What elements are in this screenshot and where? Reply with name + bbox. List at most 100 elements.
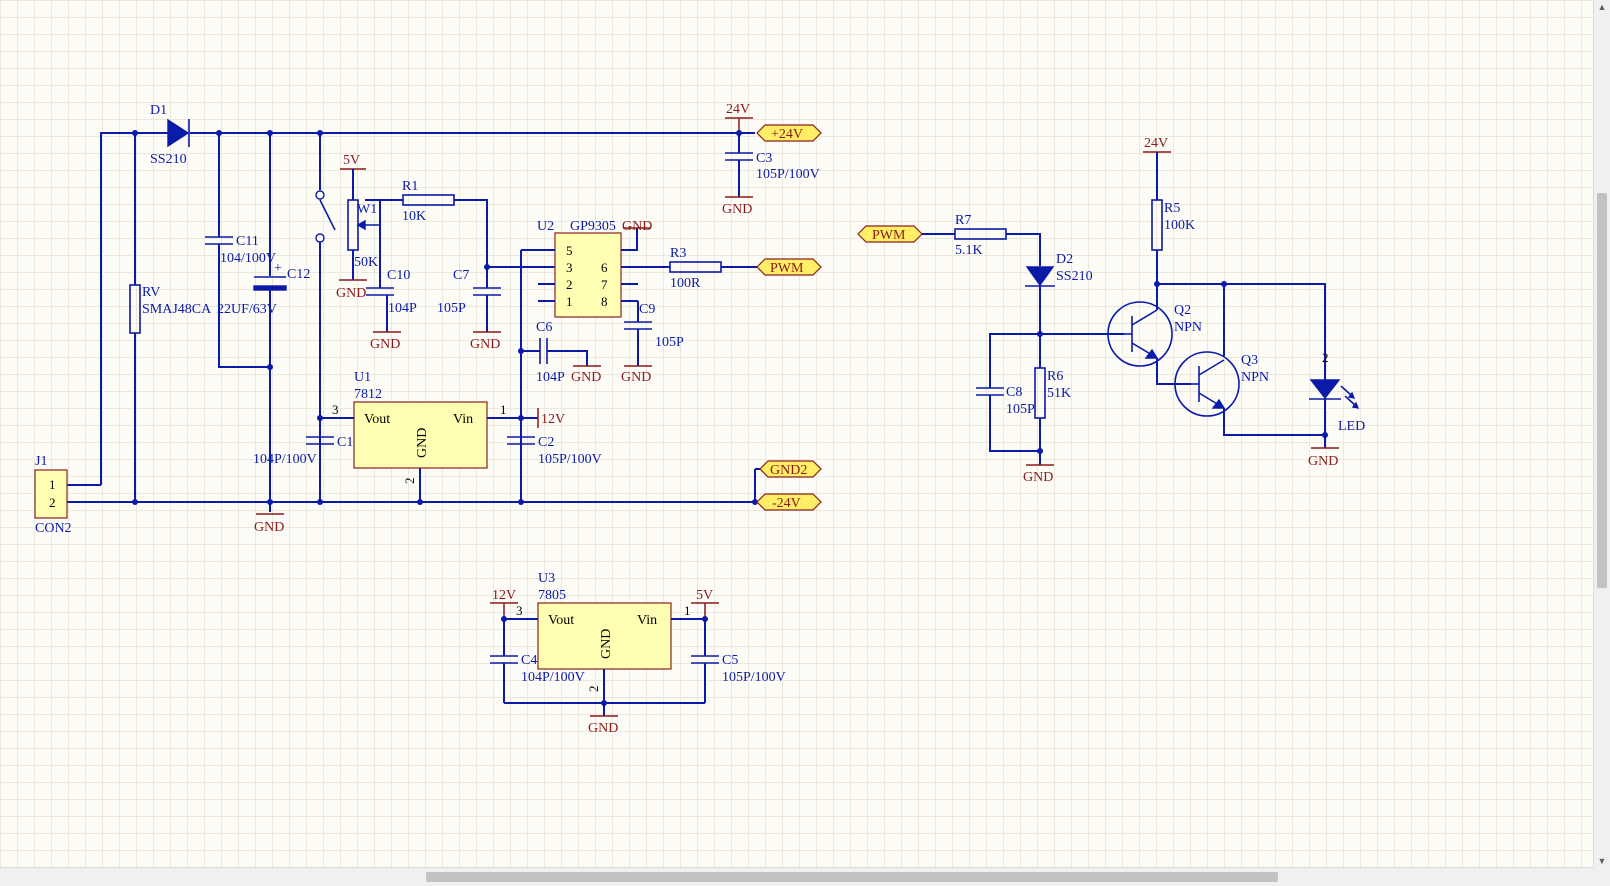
r3-value: 100R xyxy=(670,276,701,291)
svg-text:GND: GND xyxy=(599,629,614,659)
rail-5v-out: 5V xyxy=(696,588,713,603)
svg-text:GND: GND xyxy=(571,370,601,385)
capacitor-c4[interactable]: C4 104P/100V xyxy=(490,653,585,685)
scroll-up-icon[interactable]: ▲ xyxy=(1597,2,1607,12)
resistor-r1[interactable]: R1 10K xyxy=(402,179,488,288)
port-pwm-out[interactable]: PWM xyxy=(756,258,822,276)
q2-value: NPN xyxy=(1174,320,1202,335)
vertical-scroll-thumb[interactable] xyxy=(1597,193,1607,588)
c10-value: 104P xyxy=(388,301,417,316)
led-indicator[interactable]: 2 LED xyxy=(1309,350,1365,448)
rail-12v-in: 12V xyxy=(492,588,516,603)
c4-ref: C4 xyxy=(521,653,537,668)
transistor-q3[interactable]: Q3 NPN xyxy=(1174,351,1269,417)
tvs-rv[interactable]: RV SMAJ48CA xyxy=(129,133,212,502)
capacitor-c2[interactable]: C2 105P/100V xyxy=(507,435,602,467)
c3-ref: C3 xyxy=(756,151,772,166)
diode-d1[interactable]: D1 SS210 xyxy=(150,103,190,167)
scroll-down-icon[interactable]: ▼ xyxy=(1597,856,1607,866)
resistor-r3[interactable]: R3 100R xyxy=(669,246,757,291)
r6-ref: R6 xyxy=(1047,369,1063,384)
d1-value: SS210 xyxy=(150,152,187,167)
svg-text:GND: GND xyxy=(370,337,400,352)
resistor-r5[interactable]: 24V R5 100K xyxy=(1143,136,1195,310)
driver-section: PWM R7 5.1K D2 SS210 C8 105P R6 xyxy=(857,136,1365,485)
svg-text:GND: GND xyxy=(254,520,284,535)
svg-text:Vin: Vin xyxy=(637,613,657,628)
rail-24v-left: 24V xyxy=(726,102,750,117)
c6-ref: C6 xyxy=(536,320,552,335)
schematic-sheet: J1 1 2 CON2 D1 SS210 RV SMAJ48CA C11 xyxy=(34,102,1365,736)
svg-text:1: 1 xyxy=(566,294,573,309)
regulator-u1[interactable]: U1 7812 Vout Vin GND 3 1 2 12V xyxy=(320,370,565,502)
capacitor-c3[interactable]: 24V GND C3 105P/100V xyxy=(722,102,820,217)
r3-ref: R3 xyxy=(670,246,686,261)
r5-ref: R5 xyxy=(1164,201,1180,216)
u2-value: GP9305 xyxy=(570,219,616,234)
u3-ref: U3 xyxy=(538,571,555,586)
svg-text:1: 1 xyxy=(684,603,691,618)
capacitor-c8[interactable]: C8 105P xyxy=(976,385,1040,452)
svg-text:3: 3 xyxy=(516,603,523,618)
svg-text:2: 2 xyxy=(1322,350,1329,365)
schematic-canvas[interactable]: J1 1 2 CON2 D1 SS210 RV SMAJ48CA C11 xyxy=(0,0,1594,868)
regulator-u3[interactable]: U3 7805 Vout Vin GND 3 1 2 12V 5V GND xyxy=(490,571,719,736)
potentiometer-w1[interactable]: 5V GND W1 50K xyxy=(336,153,380,301)
port-gnd2[interactable]: GND2 xyxy=(759,460,822,478)
transistor-q2[interactable]: Q2 NPN xyxy=(1107,301,1202,367)
j1-pin2: 2 xyxy=(49,495,56,510)
w1-ref: W1 xyxy=(357,202,377,217)
svg-text:Vin: Vin xyxy=(453,412,473,427)
rv-ref: RV xyxy=(142,285,160,300)
c1-ref: C1 xyxy=(337,435,353,450)
resistor-r7[interactable]: R7 5.1K xyxy=(954,213,1007,258)
svg-text:5: 5 xyxy=(566,243,573,258)
svg-text:2: 2 xyxy=(586,686,601,693)
capacitor-c12[interactable]: + C12 22UF/63V xyxy=(217,133,310,512)
d2-value: SS210 xyxy=(1056,269,1093,284)
c11-ref: C11 xyxy=(236,234,259,249)
connector-j1[interactable]: J1 1 2 CON2 xyxy=(34,454,72,536)
svg-text:+24V: +24V xyxy=(771,127,803,142)
capacitor-c6[interactable]: GND C6 104P xyxy=(521,320,601,385)
d1-ref: D1 xyxy=(150,103,167,118)
port-pwm-in[interactable]: PWM xyxy=(857,225,923,243)
c3-value: 105P/100V xyxy=(756,167,820,182)
svg-text:8: 8 xyxy=(601,294,608,309)
capacitor-c10[interactable]: GND C10 104P xyxy=(366,268,417,352)
j1-pin1: 1 xyxy=(49,477,56,492)
capacitor-c5[interactable]: C5 105P/100V xyxy=(691,653,786,685)
ic-u2[interactable]: U2 GP9305 5 3 2 1 6 7 8 GND xyxy=(521,219,670,318)
svg-text:1: 1 xyxy=(500,402,507,417)
u2-ref: U2 xyxy=(537,219,554,234)
capacitor-c7[interactable]: GND C7 105P xyxy=(437,268,501,352)
r1-ref: R1 xyxy=(402,179,418,194)
c10-ref: C10 xyxy=(387,268,410,283)
svg-text:GND: GND xyxy=(415,428,430,458)
c8-value: 105P xyxy=(1006,402,1035,417)
svg-text:3: 3 xyxy=(566,260,573,275)
svg-text:PWM: PWM xyxy=(872,228,906,243)
c12-value: 22UF/63V xyxy=(217,302,277,317)
capacitor-c9[interactable]: GND C9 105P xyxy=(621,301,684,385)
port-plus-24v[interactable]: +24V xyxy=(756,124,822,142)
r6-value: 51K xyxy=(1047,386,1071,401)
c4-value: 104P/100V xyxy=(521,670,585,685)
svg-text:2: 2 xyxy=(402,478,417,485)
gnd-symbol: GND xyxy=(254,513,284,535)
c8-ref: C8 xyxy=(1006,385,1022,400)
horizontal-scroll-thumb[interactable] xyxy=(426,872,1278,882)
capacitor-c1[interactable]: C1 104P/100V xyxy=(253,435,353,467)
capacitor-c11[interactable]: C11 104/100V xyxy=(205,133,276,368)
svg-text:3: 3 xyxy=(332,402,339,417)
horizontal-scrollbar[interactable] xyxy=(0,867,1594,886)
svg-text:GND: GND xyxy=(588,721,618,736)
r1-value: 10K xyxy=(402,209,426,224)
svg-text:7: 7 xyxy=(601,277,608,292)
c9-ref: C9 xyxy=(639,302,655,317)
vertical-scrollbar[interactable]: ▲ ▼ xyxy=(1593,0,1610,868)
diode-d2[interactable]: D2 SS210 xyxy=(1025,252,1093,287)
resistor-r6[interactable]: R6 51K xyxy=(1034,367,1071,465)
port-minus-24v[interactable]: -24V xyxy=(756,493,822,511)
w1-value: 50K xyxy=(354,255,378,270)
